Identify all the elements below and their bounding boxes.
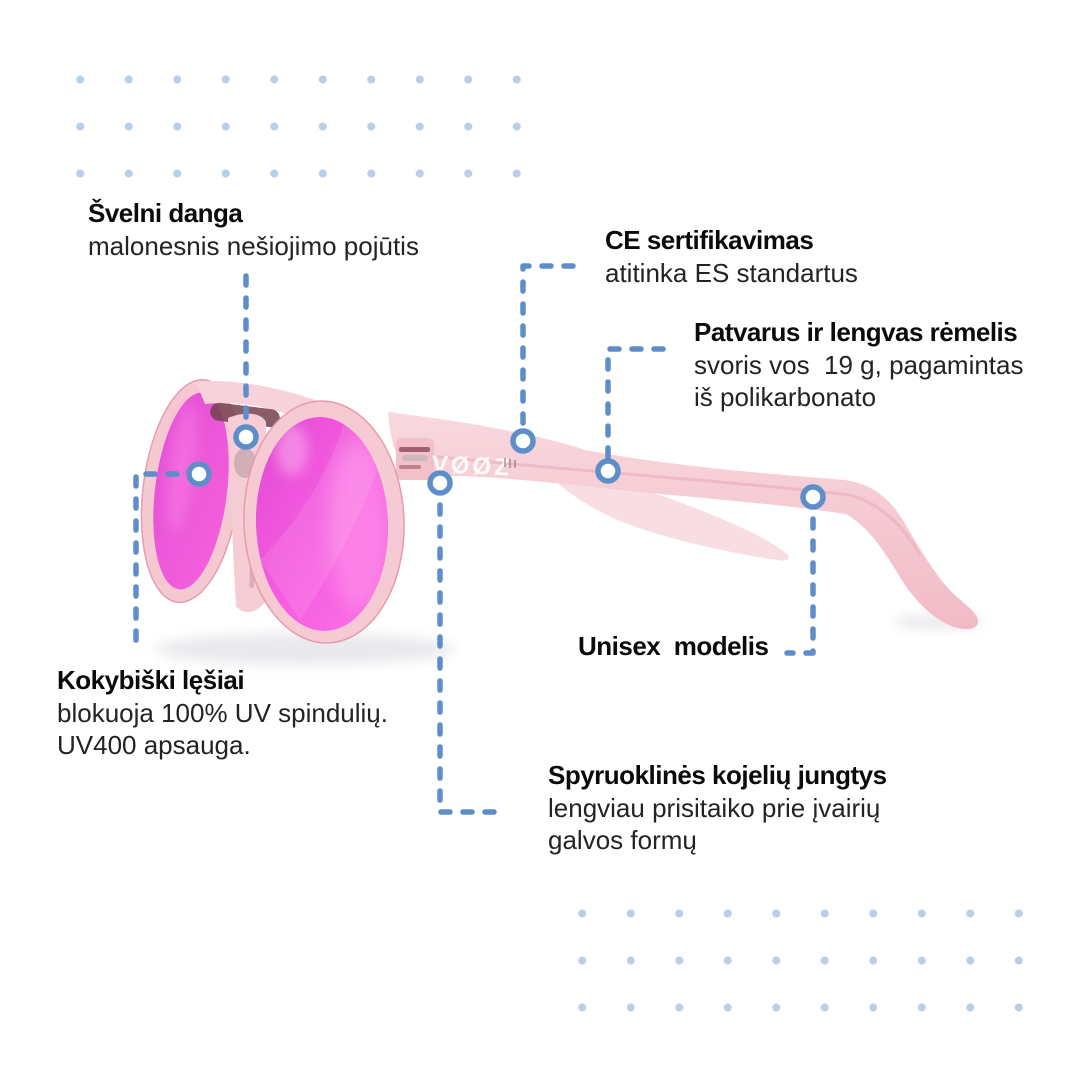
temple-arm: VØØZ <box>388 412 979 630</box>
annotation-spring-hinges: Spyruoklinės kojelių jungtys lengviau pr… <box>548 759 887 856</box>
annotation-description: lengviau prisitaiko prie įvairių <box>548 793 881 823</box>
annotation-title: Unisex modelis <box>578 631 769 661</box>
annotation-title: Spyruoklinės kojelių jungtys <box>548 760 887 790</box>
annotation-durable-light-frame: Patvarus ir lengvas rėmelis svoris vos 1… <box>694 316 1024 413</box>
annotation-description: blokuoja 100% UV spindulių. <box>57 698 388 728</box>
annotation-description: galvos formų <box>548 825 697 855</box>
annotation-description: atitinka ES standartus <box>605 258 858 288</box>
temple-screw <box>504 458 516 468</box>
endpoint-ce-certification <box>510 428 536 454</box>
dot-grid-bottom-right <box>558 890 1044 1031</box>
dot-grid-top-left <box>56 56 542 197</box>
endpoint-unisex-model <box>800 484 826 510</box>
annotation-soft-coating: Švelni danga malonesnis nešiojimo pojūti… <box>88 197 419 262</box>
connector-quality-lenses <box>133 471 202 648</box>
connector-ce-certification <box>520 263 576 444</box>
annotation-title: Patvarus ir lengvas rėmelis <box>694 317 1018 347</box>
annotation-description: svoris vos 19 g, pagamintas <box>694 350 1024 380</box>
annotation-title: Švelni danga <box>88 198 243 228</box>
connector-lines <box>133 263 816 815</box>
shadow <box>155 615 983 665</box>
far-lens <box>140 378 242 604</box>
annotation-title: CE sertifikavimas <box>605 225 814 255</box>
connector-durable-frame <box>605 346 666 474</box>
endpoint-durable-frame <box>595 458 621 484</box>
annotation-description: iš polikarbonato <box>694 382 877 412</box>
near-lens <box>243 400 405 644</box>
endpoint-quality-lenses <box>186 461 212 487</box>
annotation-unisex-model: Unisex modelis <box>578 630 769 663</box>
annotation-description: malonesnis nešiojimo pojūtis <box>88 231 419 261</box>
connector-unisex-model <box>784 494 816 656</box>
annotation-title: Kokybiški lęšiai <box>57 665 245 695</box>
endpoint-spring-hinges <box>427 470 453 496</box>
connector-spring-hinges <box>437 480 508 815</box>
annotation-quality-lenses: Kokybiški lęšiai blokuoja 100% UV spindu… <box>57 664 388 761</box>
annotation-ce-certification: CE sertifikavimas atitinka ES standartus <box>605 224 858 289</box>
connector-endpoints <box>186 424 826 510</box>
annotation-description: UV400 apsauga. <box>57 730 251 760</box>
endpoint-soft-coating <box>233 424 259 450</box>
